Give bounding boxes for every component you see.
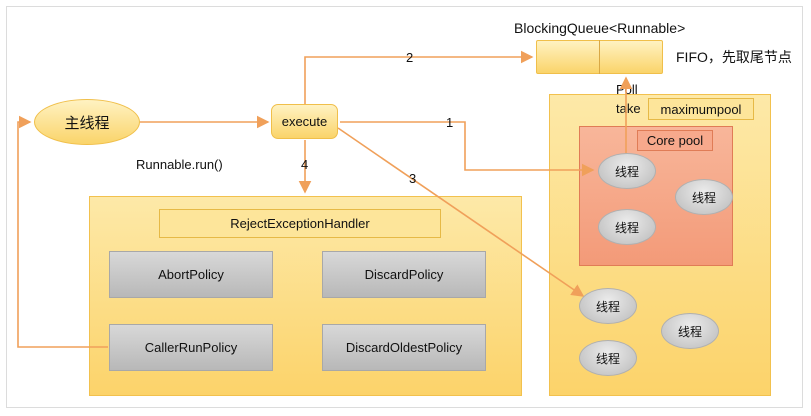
extra-thread-node: 线程 — [579, 340, 637, 376]
arrow-execute-to-max-pool — [337, 127, 585, 297]
diagram-frame — [6, 6, 803, 408]
arrow-caller-run-to-main — [17, 115, 108, 348]
blocking-queue-divider — [599, 40, 600, 74]
step-label-3: 3 — [409, 171, 417, 186]
maximum-pool-label: maximumpool — [648, 98, 754, 120]
discard-policy-box: DiscardPolicy — [322, 251, 486, 298]
arrow-execute-to-core-pool — [340, 121, 595, 177]
caller-run-policy-box: CallerRunPolicy — [109, 324, 273, 371]
abort-policy-box: AbortPolicy — [109, 251, 273, 298]
take-label: take — [616, 101, 641, 116]
step-label-1: 1 — [446, 115, 454, 130]
extra-thread-node: 线程 — [579, 288, 637, 324]
core-thread-node: 线程 — [675, 179, 733, 215]
core-thread-node: 线程 — [598, 153, 656, 189]
fifo-note: FIFO，先取尾节点 — [676, 49, 792, 65]
step-label-4: 4 — [301, 157, 309, 172]
execute-node: execute — [271, 104, 338, 139]
main-thread-node: 主线程 — [34, 99, 140, 145]
extra-thread-node: 线程 — [661, 313, 719, 349]
core-pool-label: Core pool — [637, 130, 713, 151]
reject-exception-handler-label: RejectExceptionHandler — [159, 209, 441, 238]
arrow-execute-to-queue — [304, 50, 534, 104]
step-label-2: 2 — [406, 50, 414, 65]
discard-oldest-policy-box: DiscardOldestPolicy — [322, 324, 486, 371]
core-thread-node: 线程 — [598, 209, 656, 245]
blocking-queue-title: BlockingQueue<Runnable> — [514, 20, 686, 36]
runnable-run-label: Runnable.run() — [136, 157, 223, 172]
